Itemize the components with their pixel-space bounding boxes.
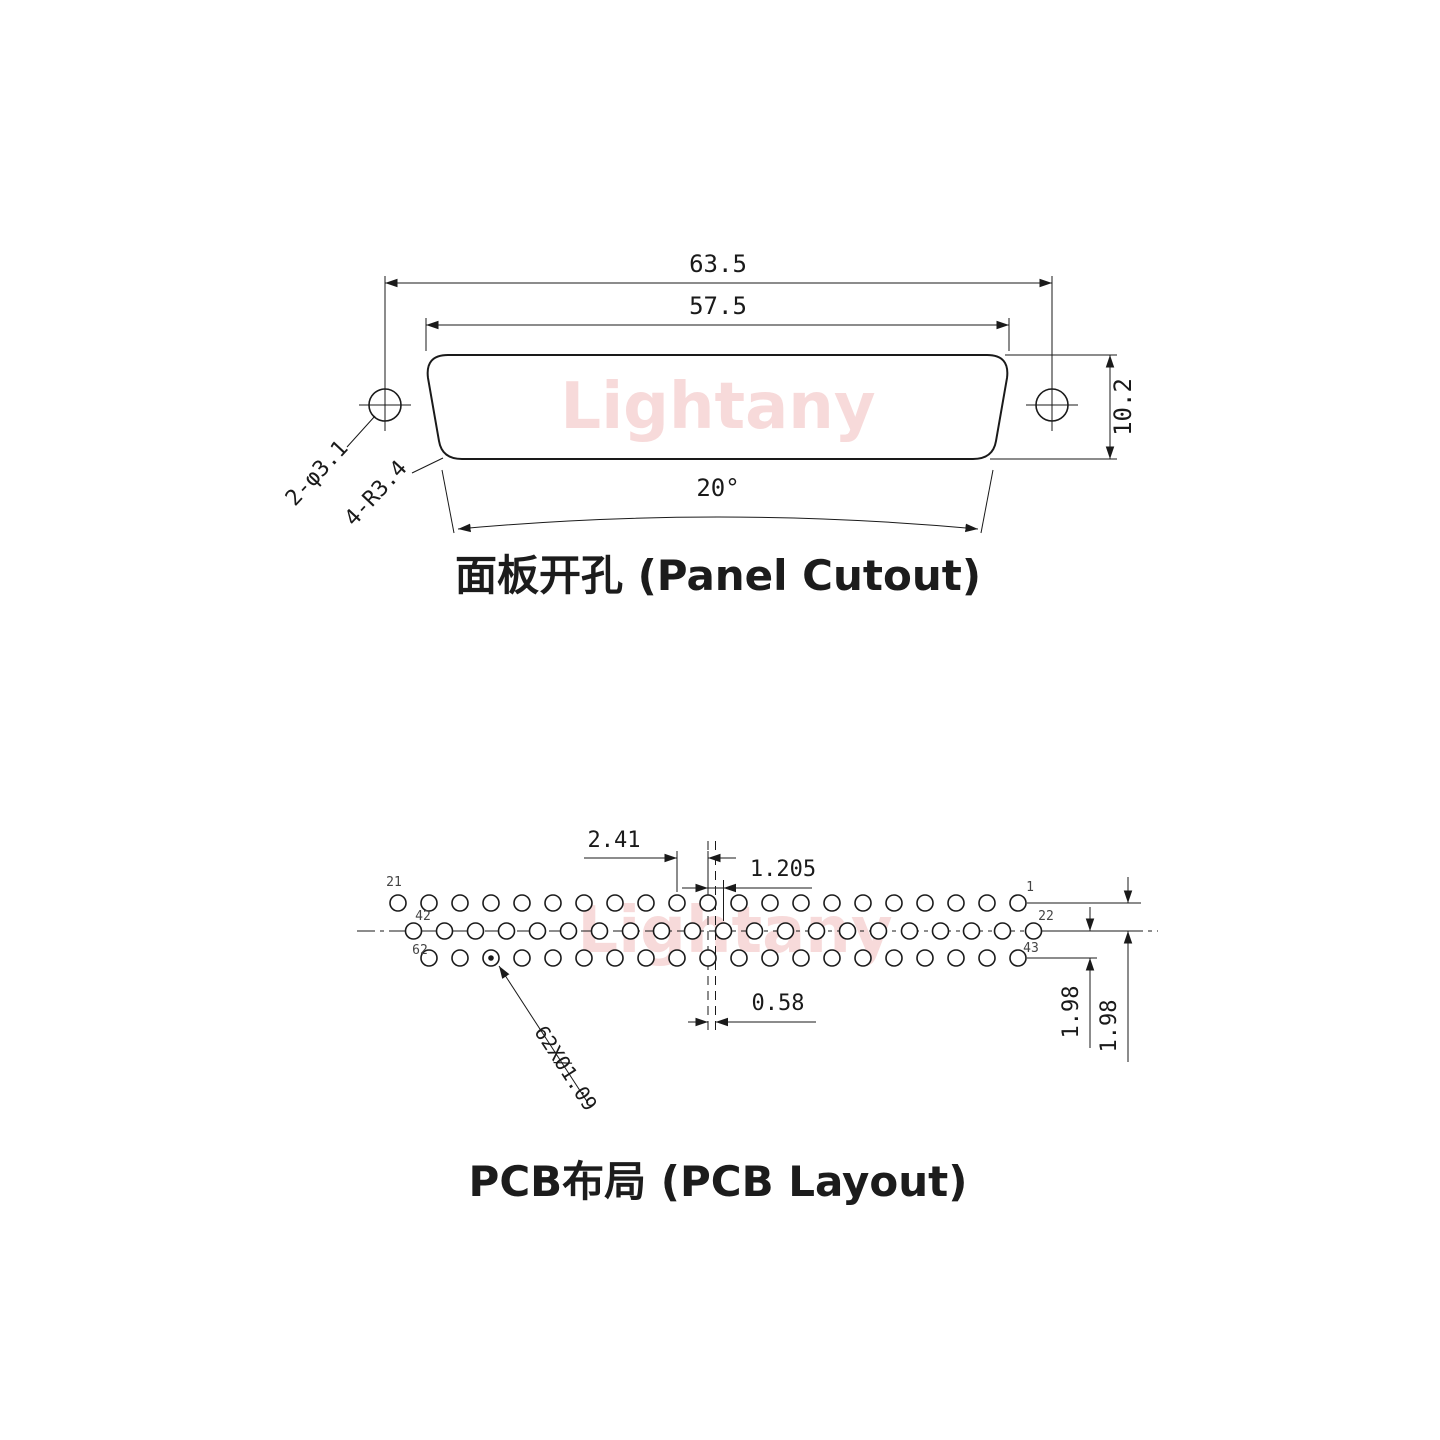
pcb-hole <box>1024 922 1043 940</box>
pcb-hole <box>451 894 469 912</box>
pcb-hole <box>714 922 733 940</box>
mount-hole-left <box>359 379 411 431</box>
dim-taper-angle: 20° <box>441 469 994 534</box>
dim-row-gap-top-label: 1.98 <box>1097 1000 1122 1053</box>
pcb-hole <box>885 949 903 967</box>
dim-overall-width-label: 63.5 <box>689 250 747 278</box>
pin-label-bot-right: 43 <box>1023 941 1039 956</box>
pcb-hole <box>451 949 469 967</box>
pcb-hole <box>435 922 454 940</box>
pcb-hole <box>838 922 857 940</box>
pcb-hole <box>528 922 547 940</box>
pcb-hole <box>497 922 516 940</box>
callout-hole-spec: 62XØ1.09 <box>498 965 603 1115</box>
pcb-hole <box>482 894 500 912</box>
pcb-hole <box>823 949 841 967</box>
dim-center-offset-label: 0.58 <box>752 991 805 1016</box>
dim-pitch-label: 2.41 <box>588 828 641 853</box>
pcb-hole <box>900 922 919 940</box>
dim-row-gaps: 1.98 1.98 <box>1027 877 1141 1062</box>
pcb-hole <box>978 894 996 912</box>
pcb-hole <box>854 949 872 967</box>
pcb-hole <box>420 949 438 967</box>
pcb-hole <box>575 949 593 967</box>
pcb-hole <box>885 894 903 912</box>
pcb-hole <box>606 949 624 967</box>
dim-overall-width: 63.5 <box>384 250 1053 379</box>
pcb-hole <box>637 894 655 912</box>
pcb-hole <box>947 894 965 912</box>
pcb-hole <box>792 949 810 967</box>
pcb-hole <box>575 894 593 912</box>
pcb-hole <box>668 894 686 912</box>
callout-corner-radius: 4-R3.4 <box>340 456 444 531</box>
pcb-hole <box>513 949 531 967</box>
hole-spec-label: 62XØ1.09 <box>530 1021 603 1115</box>
pcb-hole <box>621 922 640 940</box>
dim-pitch: 2.41 <box>584 828 736 892</box>
pcb-hole <box>745 922 764 940</box>
pcb-hole <box>1009 949 1027 967</box>
pcb-hole <box>761 949 779 967</box>
pcb-hole <box>854 894 872 912</box>
mount-hole-right <box>1026 379 1078 431</box>
mount-hole-spec-label: 2-φ3.1 <box>281 436 353 511</box>
pin-label-bot-left: 62 <box>412 943 428 958</box>
pcb-hole <box>637 949 655 967</box>
dim-cutout-width-label: 57.5 <box>689 292 747 320</box>
pcb-hole <box>761 894 779 912</box>
pcb-hole <box>544 894 562 912</box>
dim-taper-angle-label: 20° <box>696 474 739 502</box>
pcb-hole <box>931 922 950 940</box>
pcb-hole <box>730 894 748 912</box>
pin-label-mid-right: 22 <box>1038 909 1054 924</box>
pcb-hole <box>544 949 562 967</box>
pcb-hole <box>606 894 624 912</box>
pcb-hole <box>962 922 981 940</box>
pin-label-mid-left: 42 <box>415 909 431 924</box>
panel-cutout-outline <box>426 354 1009 460</box>
pin-label-top-right: 1 <box>1026 880 1034 895</box>
dim-row-gap-bottom-label: 1.98 <box>1059 986 1084 1039</box>
dim-cutout-height: 10.2 <box>990 354 1137 460</box>
pcb-hole <box>776 922 795 940</box>
pcb-hole <box>916 949 934 967</box>
pcb-layout-drawing: 2.41 1.205 0.58 1.98 1. <box>357 828 1158 1206</box>
pcb-hole <box>947 949 965 967</box>
dim-half-pitch: 1.205 <box>682 857 816 921</box>
pcb-hole <box>993 922 1012 940</box>
pcb-holes <box>389 894 1043 967</box>
pcb-hole <box>730 949 748 967</box>
pcb-hole <box>1009 894 1027 912</box>
panel-cutout-title: 面板开孔 (Panel Cutout) <box>455 551 981 600</box>
pcb-hole <box>683 922 702 940</box>
pcb-hole <box>420 894 438 912</box>
pcb-hole <box>590 922 609 940</box>
pcb-hole <box>869 922 888 940</box>
pcb-hole <box>668 949 686 967</box>
dim-cutout-height-label: 10.2 <box>1109 378 1137 436</box>
pcb-hole <box>389 894 407 912</box>
corner-radius-label: 4-R3.4 <box>340 456 412 531</box>
dim-half-pitch-label: 1.205 <box>750 857 816 882</box>
pcb-hole <box>823 894 841 912</box>
pcb-hole <box>466 922 485 940</box>
pcb-hole <box>699 894 717 912</box>
pcb-hole <box>513 894 531 912</box>
pcb-hole <box>807 922 826 940</box>
pcb-hole <box>559 922 578 940</box>
pcb-hole <box>916 894 934 912</box>
pcb-hole <box>792 894 810 912</box>
pcb-hole <box>652 922 671 940</box>
pcb-hole <box>404 922 423 940</box>
dim-cutout-width: 57.5 <box>425 292 1010 351</box>
watermark-panel: Lightany <box>560 370 875 444</box>
pin-label-top-left: 21 <box>386 875 402 890</box>
dim-center-offset: 0.58 <box>688 991 816 1027</box>
pcb-hole <box>699 949 717 967</box>
pcb-hole-marked-center <box>488 955 494 961</box>
pcb-layout-title: PCB布局 (PCB Layout) <box>469 1157 968 1206</box>
pcb-hole <box>978 949 996 967</box>
